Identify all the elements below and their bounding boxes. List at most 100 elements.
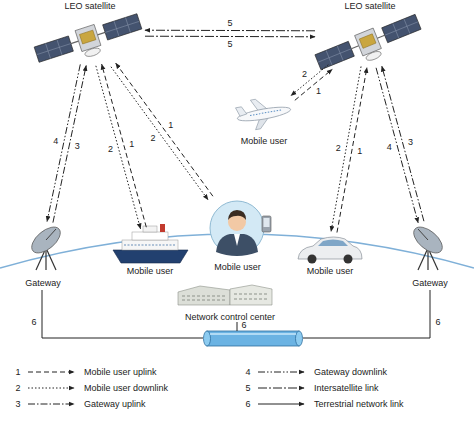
link-connector bbox=[145, 36, 315, 38]
building-icon bbox=[234, 299, 268, 300]
satellite-icon bbox=[33, 11, 145, 72]
callout-number: 4 bbox=[245, 367, 250, 377]
callout-number: 6 bbox=[31, 317, 36, 327]
gateway-dish bbox=[409, 222, 447, 270]
legend-entry: Gateway uplink bbox=[26, 398, 146, 410]
node-label: Network control center bbox=[185, 312, 275, 322]
terrestrial-network-pipe bbox=[204, 331, 303, 346]
link-connector bbox=[96, 66, 141, 229]
building-icon bbox=[178, 286, 230, 305]
legend-entry: Gateway downlink bbox=[256, 366, 387, 378]
ship-icon bbox=[113, 224, 188, 263]
car-icon bbox=[344, 255, 353, 264]
legend-text: Mobile user downlink bbox=[84, 383, 168, 393]
satellite-icon bbox=[314, 12, 425, 80]
legend-text: Terrestrial network link bbox=[314, 399, 404, 409]
node-label: Mobile user bbox=[241, 136, 288, 146]
ship-icon bbox=[132, 232, 168, 240]
terrestrial-network-pipe bbox=[207, 331, 299, 346]
ship-icon bbox=[122, 240, 178, 250]
building-icon bbox=[182, 300, 226, 301]
satellite-icon bbox=[318, 49, 351, 62]
mobile-user-node: Mobile user bbox=[110, 228, 190, 276]
satellite-icon bbox=[105, 21, 139, 32]
gateway-dish bbox=[27, 222, 65, 258]
ship-icon bbox=[113, 250, 188, 263]
node-label: Mobile user bbox=[214, 262, 261, 272]
legend-line-sample bbox=[256, 366, 308, 378]
satellite-icon bbox=[359, 34, 376, 49]
link-connector bbox=[376, 68, 418, 223]
gateway-dish bbox=[27, 222, 65, 270]
node-label: LEO satellite bbox=[344, 1, 395, 11]
callout-number: 5 bbox=[245, 383, 250, 393]
legend-line-sample bbox=[256, 382, 308, 394]
gateway-dish bbox=[418, 248, 428, 270]
satellite-icon bbox=[75, 24, 101, 51]
legend-text: Gateway downlink bbox=[314, 367, 387, 377]
callout-number: 1 bbox=[15, 367, 20, 377]
ship-icon bbox=[124, 245, 176, 246]
legend-entry: Intersatellite link bbox=[256, 382, 379, 394]
link-connector bbox=[116, 63, 213, 196]
node-label: Mobile user bbox=[127, 266, 174, 276]
satellite-icon bbox=[37, 44, 71, 55]
control-center-node: Network control center bbox=[165, 282, 295, 322]
mobile-user-node: Mobile user bbox=[200, 198, 275, 272]
gateway-dish bbox=[409, 222, 447, 258]
link-number: 1 bbox=[129, 139, 134, 149]
satellite-icon bbox=[365, 50, 382, 62]
terrestrial-network-pipe bbox=[204, 331, 211, 346]
person-icon bbox=[264, 218, 270, 227]
callout-number: 6 bbox=[435, 317, 440, 327]
link-connector bbox=[111, 67, 208, 200]
building-icon bbox=[178, 285, 272, 305]
link-number: 2 bbox=[336, 143, 341, 153]
car-icon bbox=[308, 255, 317, 264]
terrestrial-link-wire bbox=[42, 290, 203, 338]
legend-entry: Mobile user downlink bbox=[26, 382, 168, 394]
gateway-dish bbox=[46, 229, 56, 240]
node-label: Gateway bbox=[25, 278, 61, 288]
legend-line-sample bbox=[258, 388, 304, 389]
satellite-node: LEO satellite bbox=[35, 1, 145, 65]
node-label: Mobile user bbox=[307, 266, 354, 276]
terrestrial-network-pipe bbox=[210, 333, 296, 335]
building-icon bbox=[182, 296, 226, 297]
legend-text: Gateway uplink bbox=[84, 399, 146, 409]
person-icon bbox=[210, 201, 264, 255]
link-connector bbox=[295, 69, 332, 100]
satellite-icon bbox=[351, 46, 358, 49]
legend-entry: Terrestrial network link bbox=[256, 398, 404, 410]
node-label: Gateway bbox=[412, 278, 448, 288]
link-connector bbox=[145, 30, 315, 32]
satellite-icon bbox=[382, 14, 421, 42]
link-number: 3 bbox=[408, 137, 413, 147]
person-icon bbox=[234, 234, 240, 246]
gateway-node: Gateway bbox=[8, 222, 78, 288]
legend-line-sample bbox=[26, 366, 78, 378]
person-icon bbox=[228, 210, 246, 220]
building-icon bbox=[234, 294, 268, 295]
airplane-icon bbox=[250, 110, 282, 116]
callout-number: 2 bbox=[15, 383, 20, 393]
legend-line-sample bbox=[258, 372, 304, 373]
airplane-icon bbox=[235, 94, 293, 133]
link-number: 2 bbox=[108, 144, 113, 154]
link-connector bbox=[382, 66, 424, 221]
callout-number: 3 bbox=[15, 399, 20, 409]
legend-line-sample bbox=[28, 404, 74, 405]
legend-line-sample bbox=[26, 382, 78, 394]
legend-text: Intersatellite link bbox=[314, 383, 379, 393]
link-number: 4 bbox=[53, 136, 58, 146]
person-icon bbox=[210, 201, 271, 256]
legend-line-sample bbox=[28, 388, 74, 389]
car-icon bbox=[298, 237, 362, 264]
link-number: 5 bbox=[228, 18, 233, 28]
satellite-icon bbox=[385, 22, 418, 35]
satellite-node: LEO satellite bbox=[315, 1, 425, 67]
link-connector bbox=[47, 64, 80, 221]
link-number: 5 bbox=[227, 39, 232, 49]
